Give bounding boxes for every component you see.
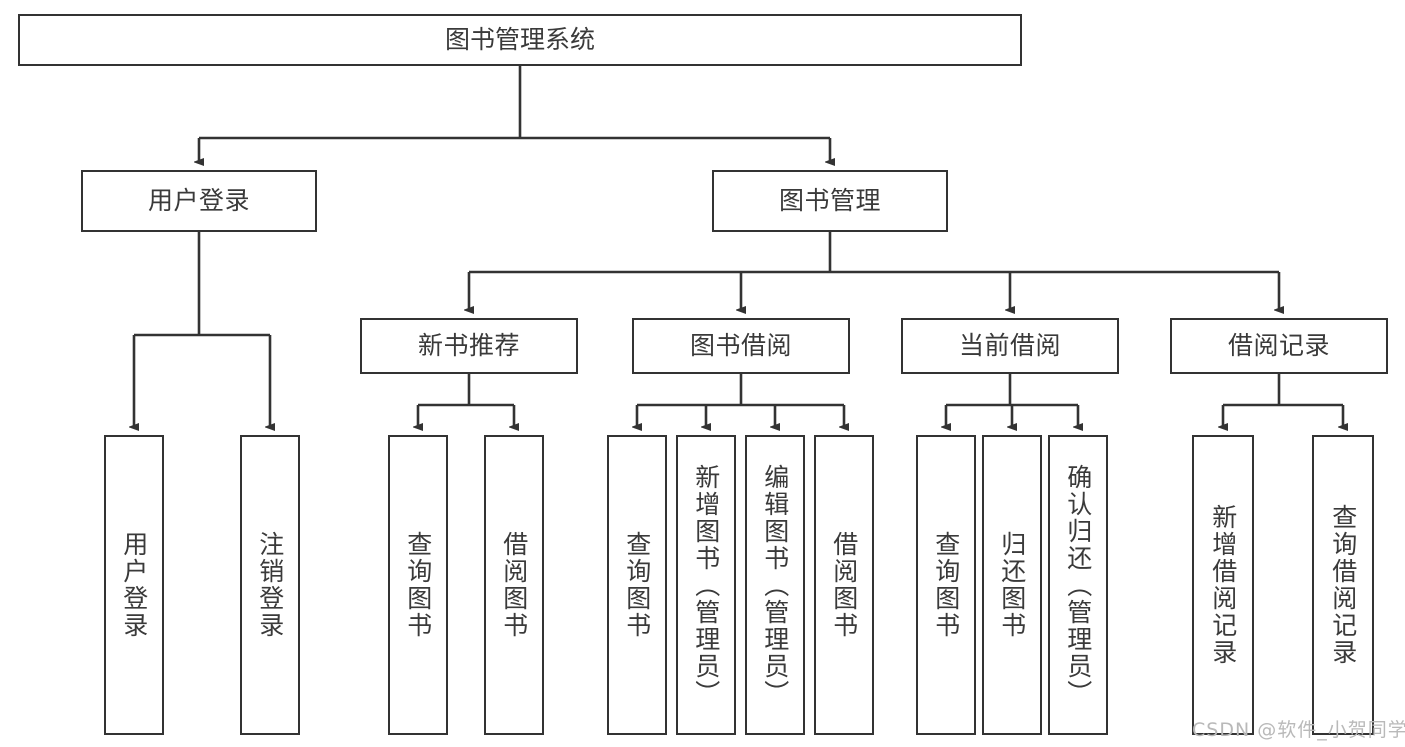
node-leaf-query-book-2-label: 查询图书 [622,531,652,639]
node-book-manage-label: 图书管理 [778,186,881,216]
node-leaf-add-book-label: 新增图书（管理员） [691,463,721,707]
node-book-borrow[interactable]: 图书借阅 [632,318,850,374]
node-leaf-edit-book-label: 编辑图书（管理员） [760,463,790,707]
node-leaf-query-book-3[interactable]: 查询图书 [916,435,976,735]
node-user-login[interactable]: 用户登录 [81,170,317,232]
node-current-borrow-label: 当前借阅 [958,331,1061,361]
node-leaf-user-login-label: 用户登录 [119,531,149,639]
node-leaf-query-book-3-label: 查询图书 [931,531,961,639]
node-leaf-confirm-return-label: 确认归还（管理员） [1063,463,1093,707]
node-leaf-logout-login-label: 注销登录 [255,531,285,639]
node-root[interactable]: 图书管理系统 [18,14,1022,66]
node-book-manage[interactable]: 图书管理 [712,170,948,232]
node-leaf-query-book-2[interactable]: 查询图书 [607,435,667,735]
node-leaf-borrow-book-2[interactable]: 借阅图书 [814,435,874,735]
node-new-book-recommend[interactable]: 新书推荐 [360,318,578,374]
node-book-borrow-label: 图书借阅 [689,331,792,361]
node-leaf-add-book[interactable]: 新增图书（管理员） [676,435,736,735]
node-root-label: 图书管理系统 [444,25,595,55]
node-borrow-record[interactable]: 借阅记录 [1170,318,1388,374]
node-new-book-recommend-label: 新书推荐 [417,331,520,361]
node-leaf-confirm-return[interactable]: 确认归还（管理员） [1048,435,1108,735]
node-leaf-add-record-label: 新增借阅记录 [1208,504,1238,666]
node-leaf-return-book[interactable]: 归还图书 [982,435,1042,735]
node-borrow-record-label: 借阅记录 [1227,331,1330,361]
node-leaf-edit-book[interactable]: 编辑图书（管理员） [745,435,805,735]
node-leaf-query-book-1[interactable]: 查询图书 [388,435,448,735]
node-leaf-query-record-label: 查询借阅记录 [1328,504,1358,666]
node-leaf-borrow-book-2-label: 借阅图书 [829,531,859,639]
node-leaf-logout-login[interactable]: 注销登录 [240,435,300,735]
node-leaf-user-login[interactable]: 用户登录 [104,435,164,735]
node-leaf-query-book-1-label: 查询图书 [403,531,433,639]
node-user-login-label: 用户登录 [147,186,250,216]
node-leaf-borrow-book-1-label: 借阅图书 [499,531,529,639]
node-current-borrow[interactable]: 当前借阅 [901,318,1119,374]
node-leaf-borrow-book-1[interactable]: 借阅图书 [484,435,544,735]
node-leaf-return-book-label: 归还图书 [997,531,1027,639]
node-leaf-query-record[interactable]: 查询借阅记录 [1312,435,1374,735]
node-leaf-add-record[interactable]: 新增借阅记录 [1192,435,1254,735]
